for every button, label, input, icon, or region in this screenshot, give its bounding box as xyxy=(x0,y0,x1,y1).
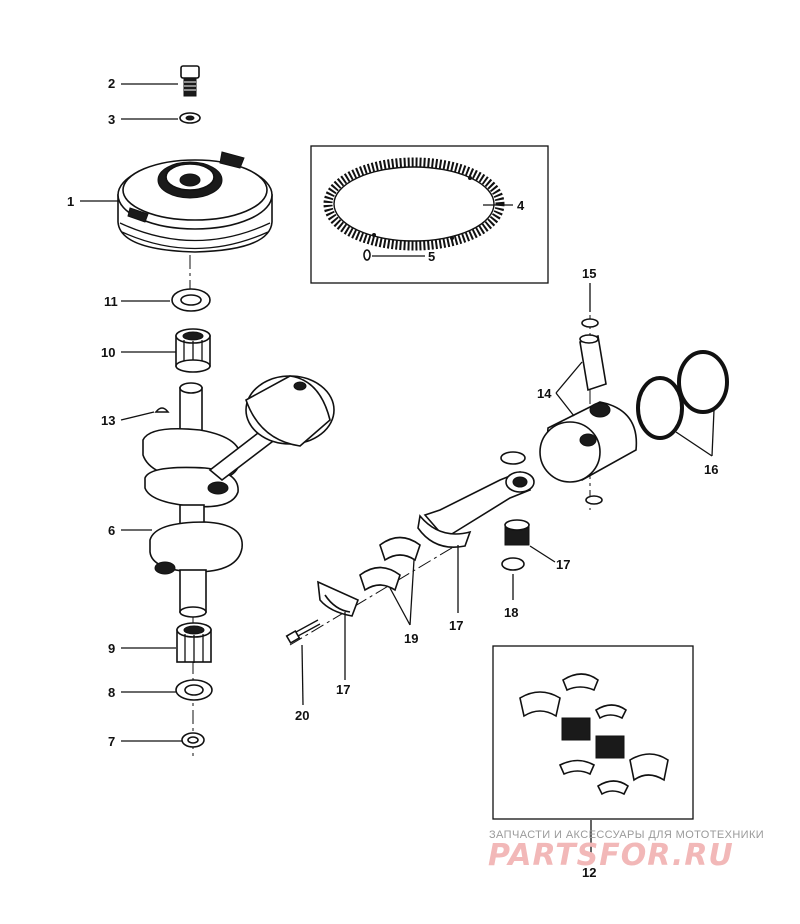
callout-11: 11 xyxy=(104,294,118,309)
callout-4: 4 xyxy=(517,198,525,213)
rod-thrust-washer-lower xyxy=(501,557,525,571)
callout-10: 10 xyxy=(101,345,115,360)
callout-16: 16 xyxy=(704,462,718,477)
callout-20: 19 xyxy=(404,631,418,646)
retaining-ring xyxy=(181,732,205,748)
upper-needle-bearing xyxy=(175,328,211,373)
callout-17-cap: 17 xyxy=(336,682,350,697)
lower-needle-bearing xyxy=(176,622,212,663)
callout-5: 5 xyxy=(428,249,435,264)
callout-13: 13 xyxy=(101,413,115,428)
callout-17-rod: 17 xyxy=(449,618,463,633)
watermark-caption: ЗАПЧАСТИ И АКСЕССУАРЫ ДЛЯ МОТОТЕХНИКИ xyxy=(489,829,765,841)
leader-lines xyxy=(80,83,715,860)
rod-thrust-washer-upper xyxy=(500,451,526,465)
callout-19: 18 xyxy=(504,605,518,620)
flywheel-washer xyxy=(179,112,201,124)
rod-bearing-halves xyxy=(359,536,421,592)
callout-14: 14 xyxy=(537,386,552,401)
callout-1: 1 xyxy=(67,194,74,209)
lower-oil-seal xyxy=(175,679,213,701)
upper-oil-seal xyxy=(171,288,211,312)
piston-rings xyxy=(636,350,729,440)
flywheel xyxy=(117,151,273,253)
flywheel-bolt xyxy=(180,65,200,97)
callout-labels: 2 3 1 4 5 11 10 13 6 9 8 7 15 14 16 17 1… xyxy=(67,76,718,880)
callout-6: 6 xyxy=(108,523,115,538)
woodruff-key xyxy=(154,407,170,413)
callout-2: 2 xyxy=(108,76,115,91)
piston-pin xyxy=(579,334,607,392)
connecting-rod xyxy=(417,470,535,548)
callout-9: 9 xyxy=(108,641,115,656)
callout-18: 17 xyxy=(556,557,570,572)
callout-12: 12 xyxy=(582,865,596,880)
callout-7: 7 xyxy=(108,734,115,749)
callout-21: 20 xyxy=(295,708,309,723)
rod-cap-screw xyxy=(285,619,321,645)
ring-gear-screw xyxy=(363,249,371,261)
piston-pin-clip-lower xyxy=(585,495,603,505)
callout-3: 3 xyxy=(108,112,115,127)
installed-piston xyxy=(208,375,335,482)
watermark-brand: PARTSFOR.RU xyxy=(488,838,734,873)
callout-8: 8 xyxy=(108,685,115,700)
small-end-bearing xyxy=(504,519,530,546)
callout-15: 15 xyxy=(582,266,596,281)
ring-gear-box xyxy=(310,145,549,284)
piston xyxy=(539,401,638,483)
rod-assembly-axis xyxy=(289,539,466,646)
crankshaft xyxy=(142,382,243,618)
bearing-kit-box xyxy=(492,645,694,820)
piston-pin-clip-upper xyxy=(581,318,599,328)
rod-cap xyxy=(317,580,360,617)
